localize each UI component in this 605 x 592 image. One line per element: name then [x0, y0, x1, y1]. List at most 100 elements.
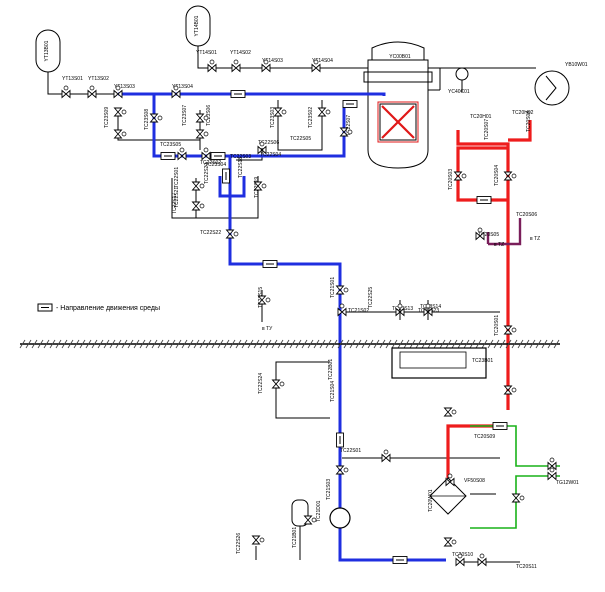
valve-icon[interactable]: [475, 231, 485, 241]
label-tc21s01: TC21S01: [330, 277, 336, 298]
valve-actuator-icon: [519, 495, 525, 501]
ground-hatch-stroke: [133, 339, 140, 349]
tank-yt14b01: YT14B01: [185, 5, 211, 47]
valve-icon[interactable]: [177, 151, 187, 161]
valve-icon[interactable]: [503, 385, 513, 395]
valve-icon[interactable]: [207, 63, 217, 73]
svg-text:YT14B01: YT14B01: [194, 15, 200, 36]
valve-icon[interactable]: [477, 557, 487, 567]
filter-tc20w01: TC20W01: [428, 477, 467, 515]
ground-hatch-stroke: [313, 339, 320, 349]
valve-icon[interactable]: [113, 107, 123, 117]
ground-hatch-stroke: [469, 339, 476, 349]
ground-hatch-stroke: [319, 339, 326, 349]
tank-tc23b01: TC23B01: [391, 347, 493, 379]
label-tc20s01: TC20S01: [494, 315, 500, 336]
ground-hatch-stroke: [73, 339, 80, 349]
valve-icon[interactable]: [195, 113, 205, 123]
ground-hatch-stroke: [445, 339, 452, 349]
valve-actuator-icon: [173, 85, 179, 91]
valve-icon[interactable]: [61, 89, 71, 99]
valve-icon[interactable]: [87, 89, 97, 99]
label-tc23s05: TC23S05: [160, 142, 181, 148]
valve-actuator-icon: [511, 327, 517, 333]
valve-icon[interactable]: [225, 229, 235, 239]
valve-icon[interactable]: [271, 379, 281, 389]
valve-icon[interactable]: [113, 89, 123, 99]
label-tc23s14: TC23S14: [420, 304, 441, 310]
valve-icon[interactable]: [547, 471, 557, 481]
ground-hatch-stroke: [403, 339, 410, 349]
valve-icon[interactable]: [171, 89, 181, 99]
tank-tc21b01: TC21B01: [291, 499, 309, 548]
label-tc20h01: TC20H01: [470, 114, 492, 120]
valve-icon[interactable]: [251, 535, 261, 545]
label-tc22s24: TC22S24: [258, 373, 264, 394]
valve-icon[interactable]: [335, 285, 345, 295]
ground-hatch-stroke: [193, 339, 200, 349]
valve-actuator-icon: [259, 141, 265, 147]
label-yt14s04: YT14S04: [312, 58, 333, 64]
valve-actuator-icon: [511, 173, 517, 179]
valve-icon[interactable]: [445, 477, 455, 487]
ground-hatch-stroke: [361, 339, 368, 349]
valve-icon[interactable]: [273, 107, 283, 117]
valve-icon[interactable]: [381, 453, 391, 463]
valve-icon[interactable]: [195, 129, 205, 139]
label-tc22s25: TC22S25: [368, 287, 374, 308]
valve-icon[interactable]: [339, 127, 349, 137]
label-tc20s09: TC20S09: [474, 434, 495, 440]
valve-icon[interactable]: [423, 307, 433, 317]
label-tc20s04: TC20S04: [494, 165, 500, 186]
label-tc22s02: TC22S02: [200, 160, 221, 166]
valve-icon[interactable]: [547, 461, 557, 471]
valve-icon[interactable]: [231, 63, 241, 73]
ground-hatch-stroke: [325, 339, 332, 349]
valve-icon[interactable]: [149, 113, 159, 123]
valve-icon[interactable]: [303, 515, 313, 525]
label-tc23s08: TC23S08: [144, 109, 150, 130]
valve-icon[interactable]: [311, 63, 321, 73]
black-pipes: [47, 46, 536, 563]
ground-hatch-stroke: [241, 339, 248, 349]
valve-actuator-icon: [511, 387, 517, 393]
label-yt14s02: YT14S02: [230, 50, 251, 56]
ground-hatch-stroke: [103, 339, 110, 349]
valve-icon[interactable]: [503, 171, 513, 181]
tank-yt13b01: YT13B01: [35, 29, 61, 73]
valve-actuator-icon: [343, 467, 349, 473]
valve-icon[interactable]: [201, 151, 211, 161]
ground-hatch-stroke: [139, 339, 146, 349]
valve-actuator-icon: [279, 381, 285, 387]
valve-icon[interactable]: [261, 63, 271, 73]
ground-hatch-stroke: [265, 339, 272, 349]
ground-hatch-stroke: [427, 339, 434, 349]
valve-icon[interactable]: [443, 537, 453, 547]
pump-yc40c01: YC40C01: [448, 67, 470, 95]
ground-hatch-stroke: [145, 339, 152, 349]
valve-icon[interactable]: [335, 465, 345, 475]
valve-icon[interactable]: [317, 107, 327, 117]
valve-icon[interactable]: [337, 307, 347, 317]
valve-icon[interactable]: [443, 407, 453, 417]
valve-icon[interactable]: [253, 181, 263, 191]
valve-icon[interactable]: [503, 325, 513, 335]
ground-hatch-stroke: [31, 339, 38, 349]
valve-icon[interactable]: [257, 145, 267, 155]
valve-icon[interactable]: [455, 557, 465, 567]
valve-icon[interactable]: [113, 129, 123, 139]
valve-icon[interactable]: [511, 493, 521, 503]
ground-hatch-stroke: [337, 339, 344, 349]
valve-icon[interactable]: [395, 307, 405, 317]
valve-icon[interactable]: [191, 201, 201, 211]
valve-actuator-icon: [179, 147, 185, 153]
valve-actuator-icon: [313, 59, 319, 65]
label-tc22s04: TC22S04: [260, 152, 281, 158]
ground-hatch-stroke: [271, 339, 278, 349]
valve-icon[interactable]: [191, 181, 201, 191]
valve-icon[interactable]: [257, 295, 267, 305]
valve-icon[interactable]: [453, 171, 463, 181]
label-tg12w01: TG12W01: [556, 480, 579, 486]
valve-actuator-icon: [121, 109, 127, 115]
